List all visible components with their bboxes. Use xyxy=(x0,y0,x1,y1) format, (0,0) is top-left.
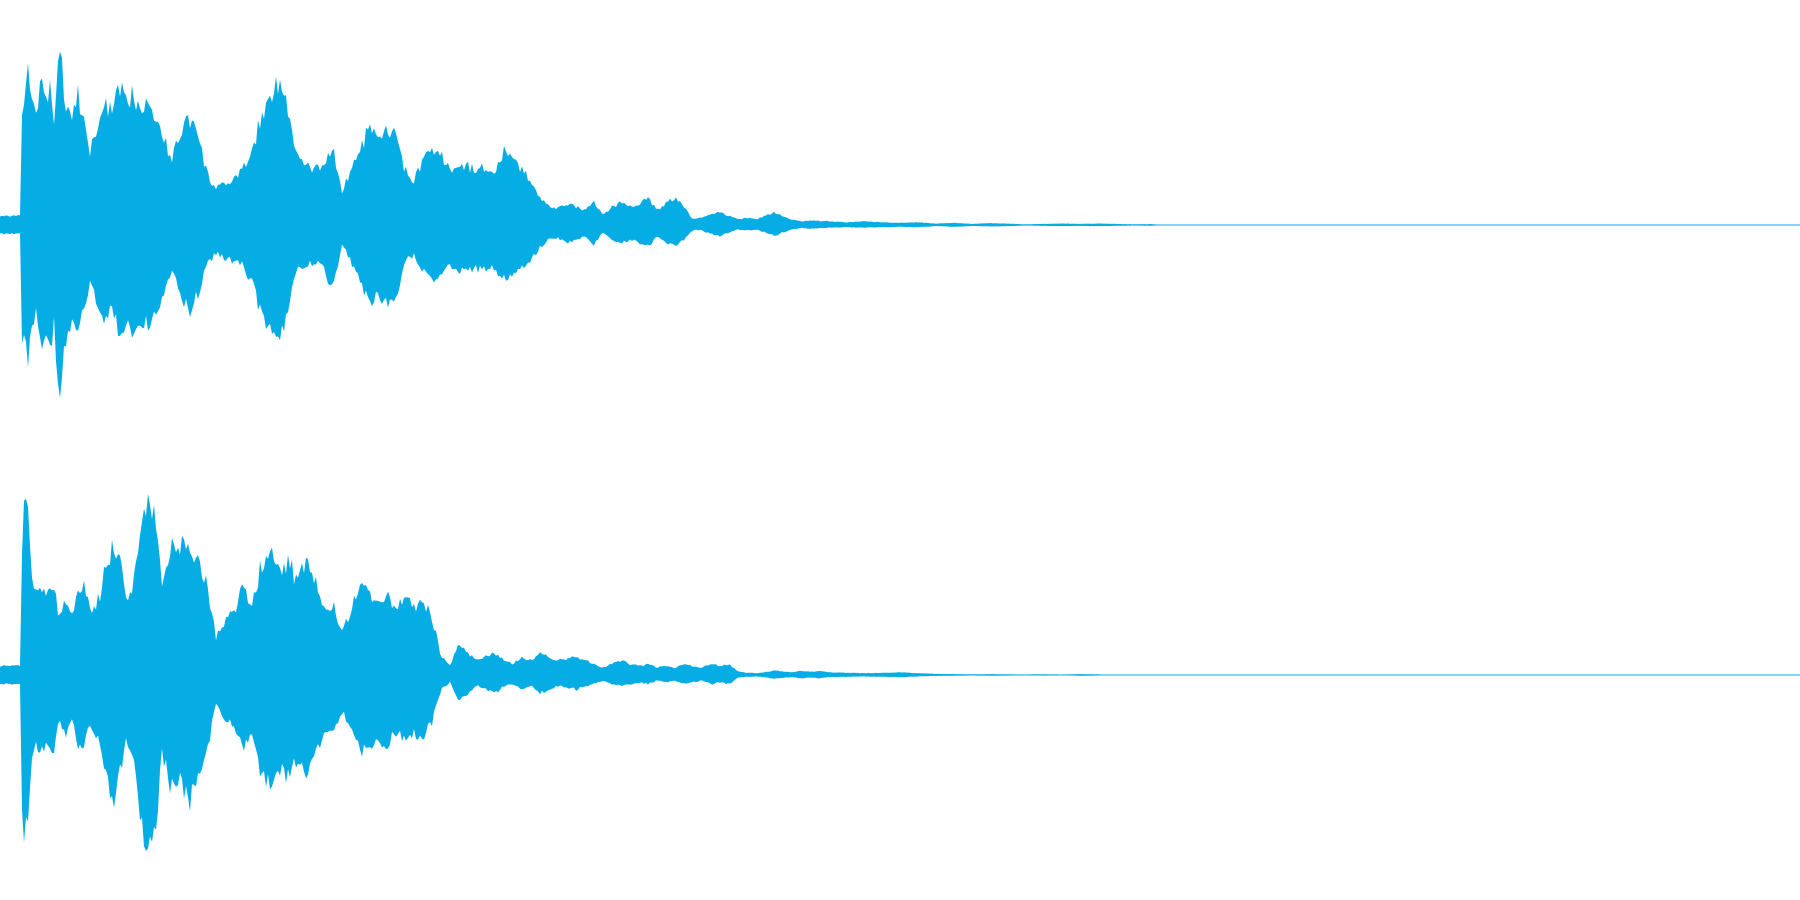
channel-right-waveform xyxy=(0,493,1800,851)
channel-left-waveform xyxy=(0,51,1800,398)
channel-right[interactable] xyxy=(0,450,1800,900)
channel-left[interactable] xyxy=(0,0,1800,450)
channel-right-waveform-path xyxy=(0,493,1800,851)
